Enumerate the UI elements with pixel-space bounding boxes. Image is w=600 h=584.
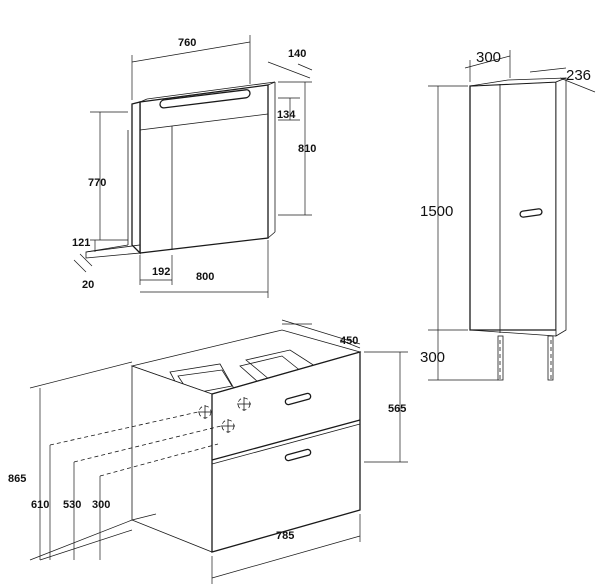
glass-shelf: [85, 244, 141, 259]
dim-192: 192: [152, 266, 170, 278]
mirror-light-bar: [159, 89, 251, 109]
vanity-left-side: [131, 365, 213, 553]
dim-col-300-top: 300: [476, 49, 501, 66]
drawer-handle-top: [284, 392, 312, 406]
dim-vanity-530: 530: [63, 499, 81, 511]
dim-vanity-450: 450: [340, 335, 358, 347]
dim-col-1500: 1500: [420, 203, 453, 220]
mirror-side-panel: [131, 101, 141, 255]
dim-800: 800: [196, 271, 214, 283]
dim-770: 770: [88, 177, 106, 189]
dim-20: 20: [82, 279, 94, 291]
dim-vanity-610: 610: [31, 499, 49, 511]
dim-vanity-300: 300: [92, 499, 110, 511]
drain-symbol-2: [237, 397, 251, 411]
tall-column: 300 236 1500 300: [420, 49, 596, 381]
vanity-front: [211, 351, 361, 553]
column-leg-right: [547, 335, 554, 381]
dim-col-236: 236: [566, 67, 591, 84]
vanity-unit: 450 565 785 865 610 530 300: [8, 319, 408, 584]
column-leg-left: [497, 335, 504, 381]
dim-vanity-785: 785: [276, 530, 294, 542]
drawer-handle-bottom: [284, 448, 312, 462]
dim-col-300-leg: 300: [420, 349, 445, 366]
dim-vanity-865: 865: [8, 473, 26, 485]
mirror-front-panel: [139, 84, 269, 254]
dim-vanity-565: 565: [388, 403, 406, 415]
dim-760: 760: [178, 37, 196, 49]
column-handle: [519, 208, 543, 218]
dim-134: 134: [277, 109, 296, 121]
dim-810: 810: [298, 143, 316, 155]
mirror-cabinet: 760 140 134 810 770 121 20 192: [72, 35, 316, 298]
dim-121: 121: [72, 237, 90, 249]
dim-140: 140: [288, 48, 306, 60]
column-side: [555, 77, 567, 337]
column-front: [469, 81, 557, 331]
drain-symbol-3: [221, 419, 235, 433]
drain-symbol-1: [198, 405, 212, 419]
